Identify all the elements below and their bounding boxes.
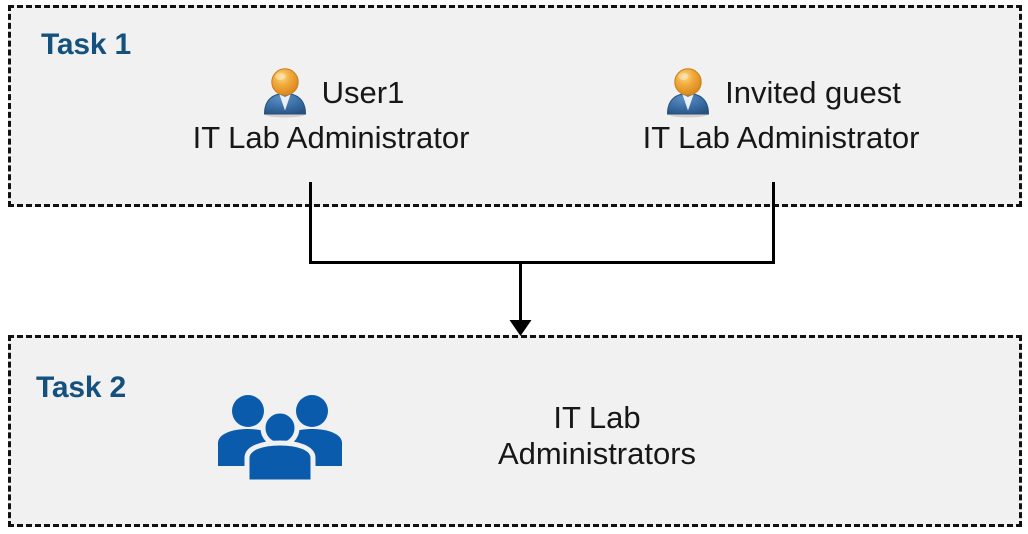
group-name: IT Lab Administrators (374, 400, 820, 472)
group-name-line-1: IT Lab (553, 400, 641, 436)
group-entry: IT Lab Administrators (160, 383, 820, 489)
person-invited-guest-header: Invited guest (591, 66, 971, 118)
single-user-icon (263, 68, 306, 118)
person-entry-invited-guest: Invited guest IT Lab Administrator (591, 66, 971, 156)
group-name-line-2: Administrators (497, 436, 697, 471)
connector-arrowhead-icon (509, 320, 532, 336)
task-1-label: Task 1 (41, 28, 131, 61)
task-2-label: Task 2 (36, 371, 126, 404)
person-user1-role: IT Lab Administrator (192, 120, 470, 155)
task-1-container: Task 1 (8, 5, 1022, 207)
user-group-icon (218, 395, 342, 484)
task-2-container (8, 335, 1022, 527)
single-user-icon (667, 68, 710, 118)
person-entry-user1: User1 IT Lab Administrator (141, 66, 521, 156)
person-user1-name: User1 (321, 74, 405, 110)
person-invited-guest-role: IT Lab Administrator (642, 120, 920, 155)
person-invited-guest-name: Invited guest (725, 74, 901, 110)
person-user1-header: User1 (141, 66, 521, 118)
